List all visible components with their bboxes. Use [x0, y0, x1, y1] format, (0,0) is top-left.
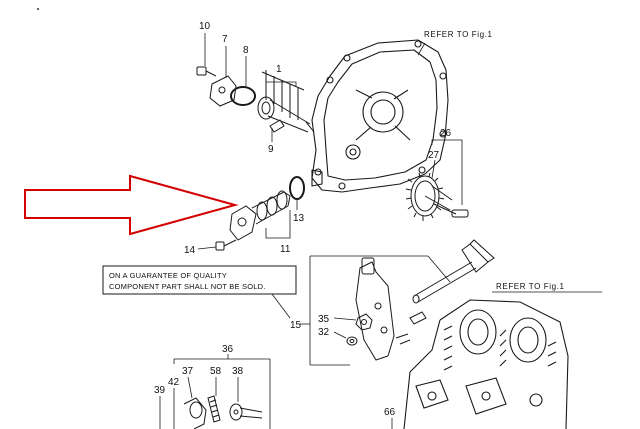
part-15: 15 — [290, 320, 302, 331]
part-9: 9 — [268, 144, 274, 155]
ref-label-top: REFER TO Fig.1 — [424, 30, 493, 39]
part-10: 10 — [199, 21, 211, 32]
part-13: 13 — [293, 213, 305, 224]
part-14: 14 — [184, 245, 196, 256]
red-outline-arrow-icon — [24, 174, 239, 236]
o-ring-8 — [230, 86, 256, 106]
crankcase-cover — [311, 39, 449, 193]
governor-lever-shaft — [412, 239, 495, 304]
ref-label-right: REFER TO Fig.1 — [496, 282, 565, 291]
guarantee-note-box — [102, 265, 297, 295]
lever-plate — [355, 257, 427, 361]
part-36: 36 — [222, 344, 234, 355]
leader-11 — [265, 210, 291, 239]
part-66: 66 — [384, 407, 396, 418]
group-bracket-15 — [309, 255, 428, 366]
washer-32 — [346, 336, 358, 346]
governor-gear — [405, 172, 469, 221]
part-35: 35 — [318, 314, 330, 325]
leader-32 — [333, 331, 347, 339]
part-27: 27 — [428, 150, 440, 161]
part-38: 38 — [232, 366, 244, 377]
part-1: 1 — [276, 64, 282, 75]
part-7: 7 — [222, 34, 228, 45]
group-bracket-36 — [173, 358, 271, 429]
o-ring-13 — [289, 176, 305, 200]
part-32: 32 — [318, 327, 330, 338]
leader-27 — [431, 159, 436, 179]
crankcase-block — [403, 299, 569, 429]
note-line-2: COMPONENT PART SHALL NOT BE SOLD. — [109, 282, 266, 291]
leader-1 — [266, 81, 297, 86]
shaft-assembly-1 — [257, 70, 315, 133]
leader-35 — [333, 317, 357, 321]
part-58: 58 — [210, 366, 222, 377]
leader-shaft — [427, 255, 451, 283]
part-39: 39 — [154, 385, 166, 396]
nut-35 — [355, 313, 373, 331]
bolt-10 — [196, 66, 217, 77]
leader-26 — [431, 139, 463, 205]
lever-parts-cluster — [183, 395, 263, 429]
note-leader — [271, 293, 291, 319]
leader-37 — [187, 376, 193, 399]
part-8: 8 — [243, 45, 249, 56]
part-42: 42 — [168, 377, 180, 388]
part-26: 26 — [440, 128, 452, 139]
note-line-1: ON A GUARANTEE OF QUALITY — [109, 271, 227, 280]
bolt-14 — [215, 239, 237, 251]
leader-14 — [197, 246, 217, 250]
part-37: 37 — [182, 366, 194, 377]
cap-plate-7 — [209, 75, 237, 107]
governor-lever-assembly-11 — [229, 190, 291, 241]
ref-top-leader — [417, 42, 426, 56]
part-11: 11 — [280, 244, 291, 255]
scan-dot — [37, 8, 39, 10]
